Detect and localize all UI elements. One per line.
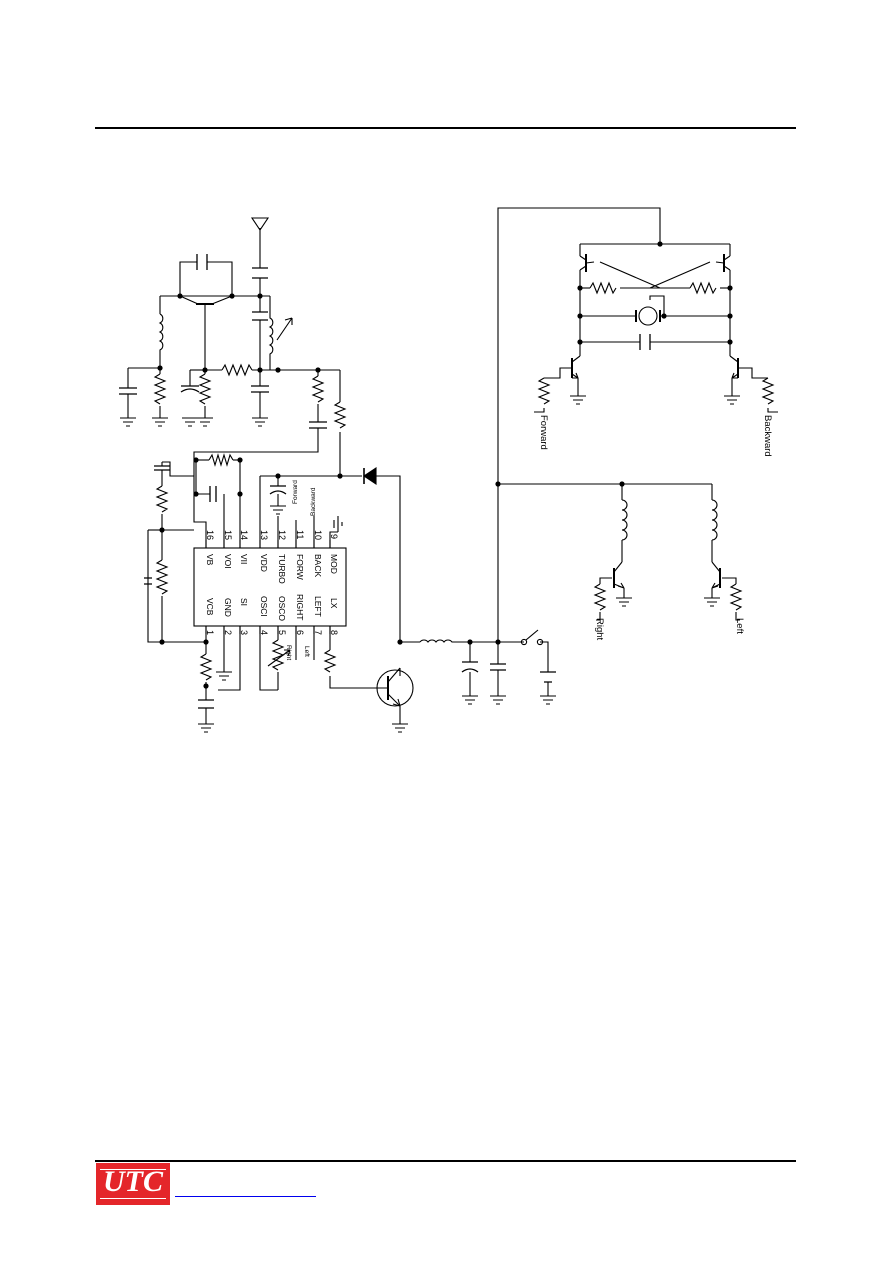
motor-symbol	[635, 306, 661, 326]
header-rule	[95, 127, 796, 129]
footer-website-link[interactable]	[175, 1196, 316, 1197]
label-forward: Forward	[538, 415, 549, 450]
pin-number: 14	[239, 530, 249, 540]
pin-name: RIGHT	[295, 594, 305, 620]
pin-name: LEFT	[313, 596, 323, 617]
label-backward-small: Backward	[310, 487, 317, 516]
pin-number: 9	[329, 534, 339, 539]
resistors	[153, 281, 775, 681]
pin-name: OSCO	[277, 596, 287, 621]
pin-number: 16	[205, 530, 215, 540]
pin-number: 15	[223, 530, 233, 540]
utc-logo: UTC	[96, 1163, 170, 1205]
wires	[127, 207, 778, 724]
pin-name: SI	[239, 598, 249, 606]
pin-number: 13	[259, 530, 269, 540]
pin-number: 7	[313, 630, 323, 635]
ic-top-pin-numbers: 16 15 14 13 12 11 10 9	[205, 530, 339, 540]
pin-number: 5	[277, 630, 287, 635]
capacitors	[119, 254, 651, 709]
pin-name: GND	[223, 598, 233, 617]
pin-number: 10	[313, 530, 323, 540]
ic-bottom-pin-numbers: 1 2 3 4 5 6 7 8	[205, 630, 339, 635]
pin-number: 4	[259, 630, 269, 635]
ic-top-pin-names: VB VOI VII VDD TURBO FORW BACK MOD	[205, 554, 339, 584]
pin-name: VB	[205, 554, 215, 566]
pin-number: 2	[223, 630, 233, 635]
pin-number: 12	[277, 530, 287, 540]
junction-dots	[157, 241, 733, 689]
antenna-symbol	[250, 217, 270, 231]
label-left-motor: Left	[734, 618, 745, 634]
pin-number: 6	[295, 630, 305, 635]
pin-number: 11	[295, 530, 305, 539]
ground-symbols	[120, 395, 740, 733]
pin-name: OSCI	[259, 596, 269, 617]
label-left-switch: Left	[303, 646, 310, 657]
pin-number: 1	[205, 630, 215, 635]
pin-name: FORW	[295, 554, 305, 580]
transistors	[179, 254, 739, 707]
pin-name: VII	[239, 554, 249, 564]
ic-body	[193, 516, 347, 660]
pin-number: 8	[329, 630, 339, 635]
diode-symbol	[363, 466, 377, 486]
pin-name: VDD	[259, 554, 269, 572]
pin-number: 3	[239, 630, 249, 635]
inductors	[158, 300, 718, 643]
power-switch	[520, 629, 544, 646]
label-backward: Backward	[762, 415, 773, 457]
pin-name: TURBO	[277, 554, 287, 584]
footer-rule	[95, 1160, 796, 1162]
pin-name: LX	[329, 598, 339, 609]
pin-name: MOD	[329, 554, 339, 574]
label-forward-small: Forward	[292, 480, 299, 504]
utc-logo-text: UTC	[103, 1165, 163, 1198]
logo-stripe-top	[100, 1169, 166, 1170]
logo-stripe-bottom	[100, 1198, 166, 1199]
ic-bottom-pin-names: VCB GND SI OSCI OSCO RIGHT LEFT LX	[205, 594, 339, 621]
pin-name: VCB	[205, 598, 215, 616]
label-right-switch: Right	[285, 645, 292, 660]
label-right-motor: Right	[594, 618, 605, 641]
pin-name: VOI	[223, 554, 233, 569]
pin-name: BACK	[313, 554, 323, 577]
